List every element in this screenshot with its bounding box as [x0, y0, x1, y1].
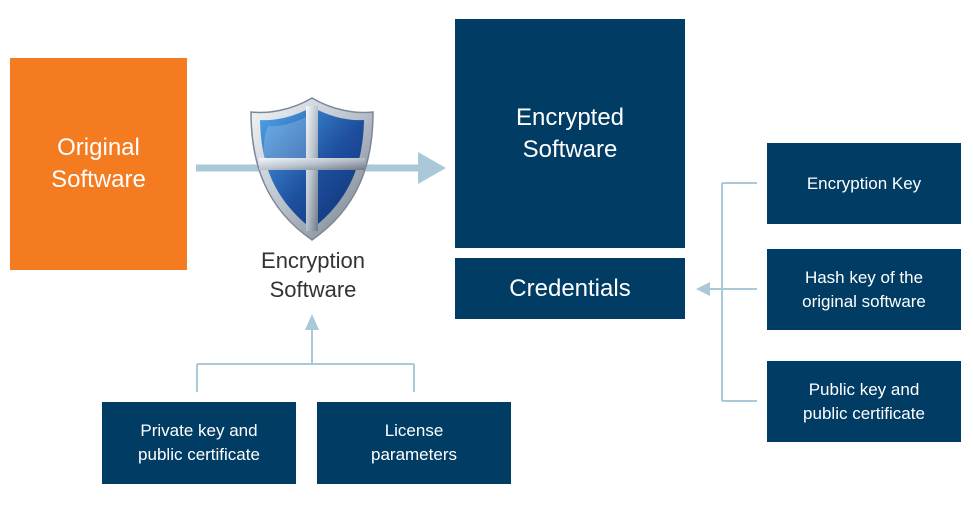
license-line1: License — [384, 421, 444, 440]
encryption-key-line1: Encryption Key — [806, 173, 922, 193]
encryption-software-line1: Encryption — [261, 248, 365, 273]
encryption-key-box: Encryption Key — [767, 143, 961, 224]
private-key-box: Private key and public certificate — [102, 402, 296, 484]
encryption-arrow-head — [305, 314, 319, 330]
hash-key-box: Hash key of the original software — [767, 249, 961, 330]
hash-key-line2: original software — [802, 291, 926, 311]
encryption-software-label: Encryption Software — [220, 246, 406, 304]
main-arrow-head — [418, 152, 446, 184]
encryption-software-line2: Software — [269, 277, 357, 302]
license-line2: parameters — [371, 445, 457, 464]
original-software-line1: Original — [57, 134, 140, 161]
public-key-box: Public key and public certificate — [767, 361, 961, 442]
license-parameters-box: License parameters — [317, 402, 511, 484]
public-key-line2: public certificate — [803, 403, 925, 423]
encrypted-software-line1: Encrypted — [515, 103, 625, 131]
encrypted-software-box: Encrypted Software — [455, 19, 685, 248]
private-key-line1: Private key and — [140, 421, 258, 440]
hash-key-line1: Hash key of the — [804, 267, 924, 287]
credentials-arrow-head — [696, 282, 710, 296]
encrypted-software-line2: Software — [522, 135, 618, 163]
credentials-box: Credentials — [455, 258, 685, 319]
credentials-label: Credentials — [509, 274, 631, 302]
original-software-box: Original Software — [10, 58, 187, 270]
private-key-line2: public certificate — [138, 445, 260, 464]
original-software-line2: Software — [51, 166, 146, 193]
shield-icon — [250, 97, 374, 241]
public-key-line1: Public key and — [808, 379, 920, 399]
